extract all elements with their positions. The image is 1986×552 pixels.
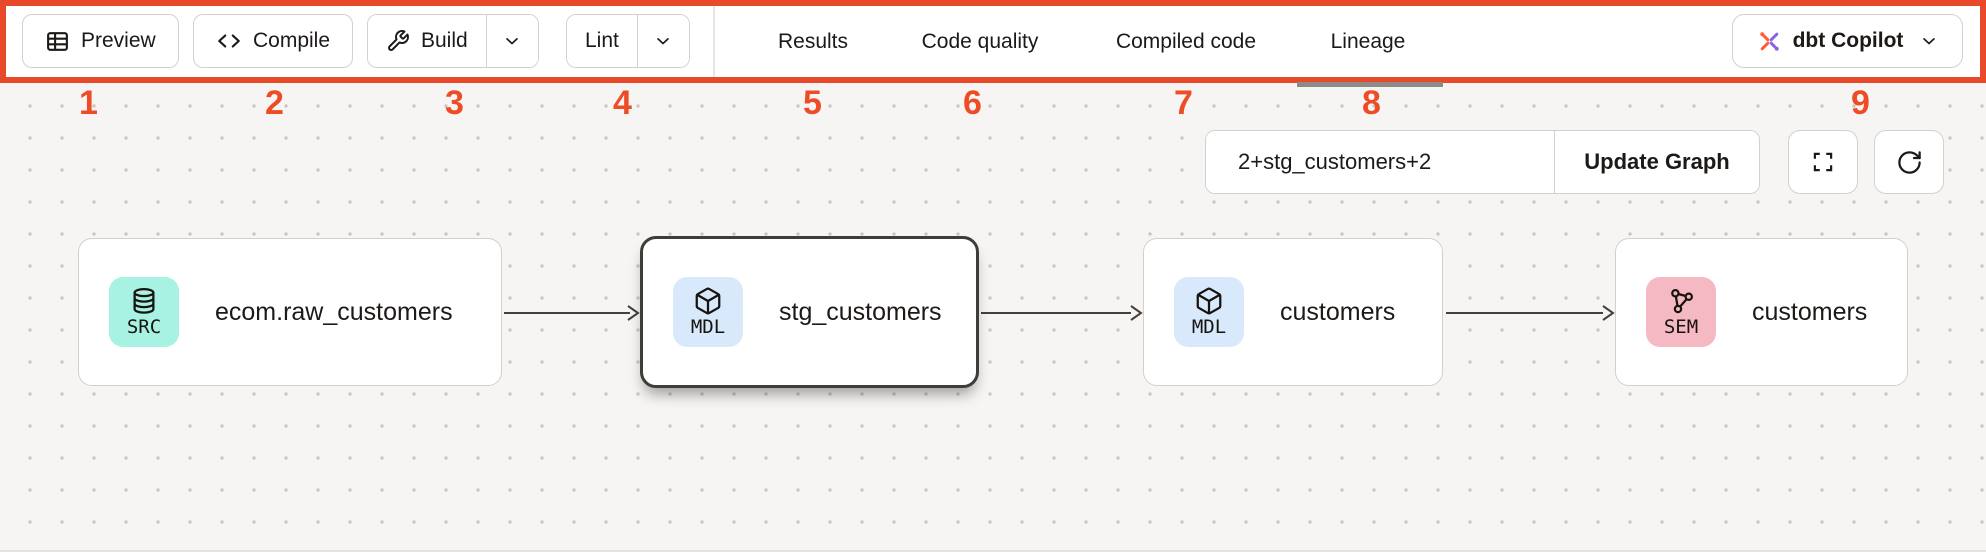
preview-button[interactable]: Preview [22, 14, 179, 68]
edge-arrowhead [627, 305, 640, 321]
build-dropdown-button[interactable] [485, 15, 538, 67]
update-graph-button[interactable]: Update Graph [1554, 131, 1759, 193]
active-tab-indicator [1297, 82, 1443, 87]
model-badge: MDL [673, 277, 743, 347]
selector-input[interactable] [1206, 131, 1554, 193]
lint-button[interactable]: Lint [567, 15, 637, 67]
callout-4: 4 [613, 84, 632, 122]
edge-arrowhead [1130, 305, 1143, 321]
fullscreen-button[interactable] [1788, 130, 1858, 194]
lint-button-group: Lint [566, 14, 690, 68]
toolbar: Preview Compile Build Lint [0, 0, 1986, 83]
node-label: customers [1752, 297, 1868, 326]
code-icon [218, 34, 240, 48]
refresh-button[interactable] [1874, 130, 1944, 194]
dbt-logo-icon [1759, 31, 1779, 51]
callout-2: 2 [265, 84, 284, 122]
badge-label: SRC [126, 316, 162, 339]
fullscreen-icon [1813, 152, 1833, 172]
lineage-node-customers-semantic[interactable]: SEM customers [1615, 238, 1908, 386]
build-button[interactable]: Build [368, 15, 486, 67]
tab-compiled-code[interactable]: Compiled code [1116, 6, 1256, 77]
table-icon [47, 31, 68, 51]
build-button-group: Build [367, 14, 539, 68]
preview-label: Preview [81, 29, 156, 52]
callout-6: 6 [963, 84, 982, 122]
lint-label: Lint [585, 29, 619, 52]
tab-lineage[interactable]: Lineage [1331, 6, 1406, 77]
lineage-canvas[interactable]: Update Graph [0, 83, 1986, 550]
semantic-model-icon [1671, 289, 1694, 314]
wrench-icon [388, 30, 409, 51]
compile-label: Compile [253, 29, 331, 52]
node-label: ecom.raw_customers [215, 297, 453, 326]
callout-8: 8 [1362, 84, 1381, 122]
callout-9: 9 [1851, 84, 1870, 122]
lineage-node-stg-customers[interactable]: MDL stg_customers [640, 236, 979, 388]
build-label: Build [421, 29, 468, 52]
model-badge: MDL [1174, 277, 1244, 347]
badge-label: MDL [1191, 316, 1227, 339]
edge-arrowhead [1602, 305, 1615, 321]
lint-dropdown-button[interactable] [636, 15, 689, 67]
callout-7: 7 [1174, 84, 1193, 122]
toolbar-divider [713, 6, 715, 77]
source-badge: SRC [109, 277, 179, 347]
callout-1: 1 [79, 84, 98, 122]
lineage-node-raw-customers[interactable]: SRC ecom.raw_customers [78, 238, 502, 386]
badge-label: SEM [1663, 316, 1699, 339]
chevron-down-icon [657, 38, 670, 45]
dbt-copilot-button[interactable]: dbt Copilot [1732, 14, 1963, 68]
callout-5: 5 [803, 84, 822, 122]
chevron-down-icon [506, 38, 519, 45]
compile-button[interactable]: Compile [193, 14, 354, 68]
chevron-down-icon [1923, 38, 1936, 45]
tab-code-quality[interactable]: Code quality [922, 6, 1039, 77]
database-icon [133, 288, 155, 314]
node-label: customers [1280, 297, 1396, 326]
refresh-icon [1897, 150, 1921, 174]
callout-3: 3 [445, 84, 464, 122]
tab-results[interactable]: Results [778, 6, 848, 77]
semantic-badge: SEM [1646, 277, 1716, 347]
cube-icon [1196, 287, 1222, 315]
node-label: stg_customers [779, 297, 942, 326]
badge-label: MDL [690, 316, 726, 339]
copilot-label: dbt Copilot [1792, 29, 1904, 52]
lineage-node-customers-model[interactable]: MDL customers [1143, 238, 1443, 386]
cube-icon [695, 287, 721, 315]
graph-selector-group: Update Graph [1205, 130, 1760, 194]
